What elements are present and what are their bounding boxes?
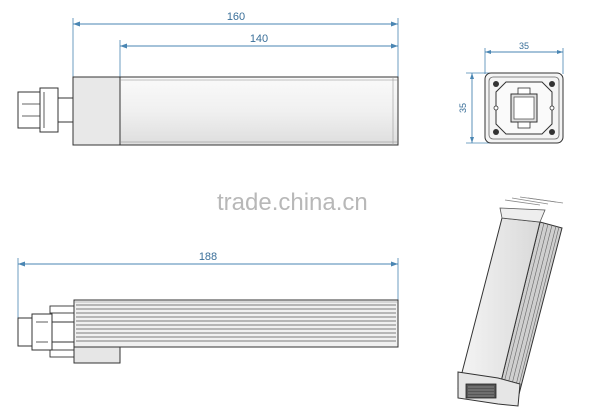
top-view: 160 140 [17, 11, 399, 146]
dimension-188-label: 188 [199, 251, 217, 263]
dimension-35-height: 35 [458, 73, 474, 143]
watermark: trade.china.cn [217, 189, 368, 216]
dimension-140: 140 [120, 33, 398, 49]
top-view-body [119, 76, 399, 146]
bottom-view: 188 [17, 251, 399, 364]
bottom-view-cap [73, 346, 121, 364]
dimension-160: 160 [73, 11, 398, 27]
dimension-35-width: 35 [485, 41, 563, 54]
end-view: 35 35 [458, 41, 564, 144]
dimension-140-label: 140 [250, 33, 268, 45]
dimension-35-width-label: 35 [519, 41, 529, 51]
dimension-160-label: 160 [227, 11, 245, 23]
heat-sink-fins [76, 304, 396, 342]
dimension-35-height-label: 35 [458, 103, 468, 113]
dimension-188: 188 [18, 251, 398, 267]
top-view-pins [17, 87, 75, 133]
bottom-view-body [73, 299, 399, 348]
screw-icons [493, 81, 555, 135]
top-view-cap [72, 76, 121, 146]
isometric-view [457, 196, 564, 407]
bottom-view-pins [17, 305, 76, 358]
